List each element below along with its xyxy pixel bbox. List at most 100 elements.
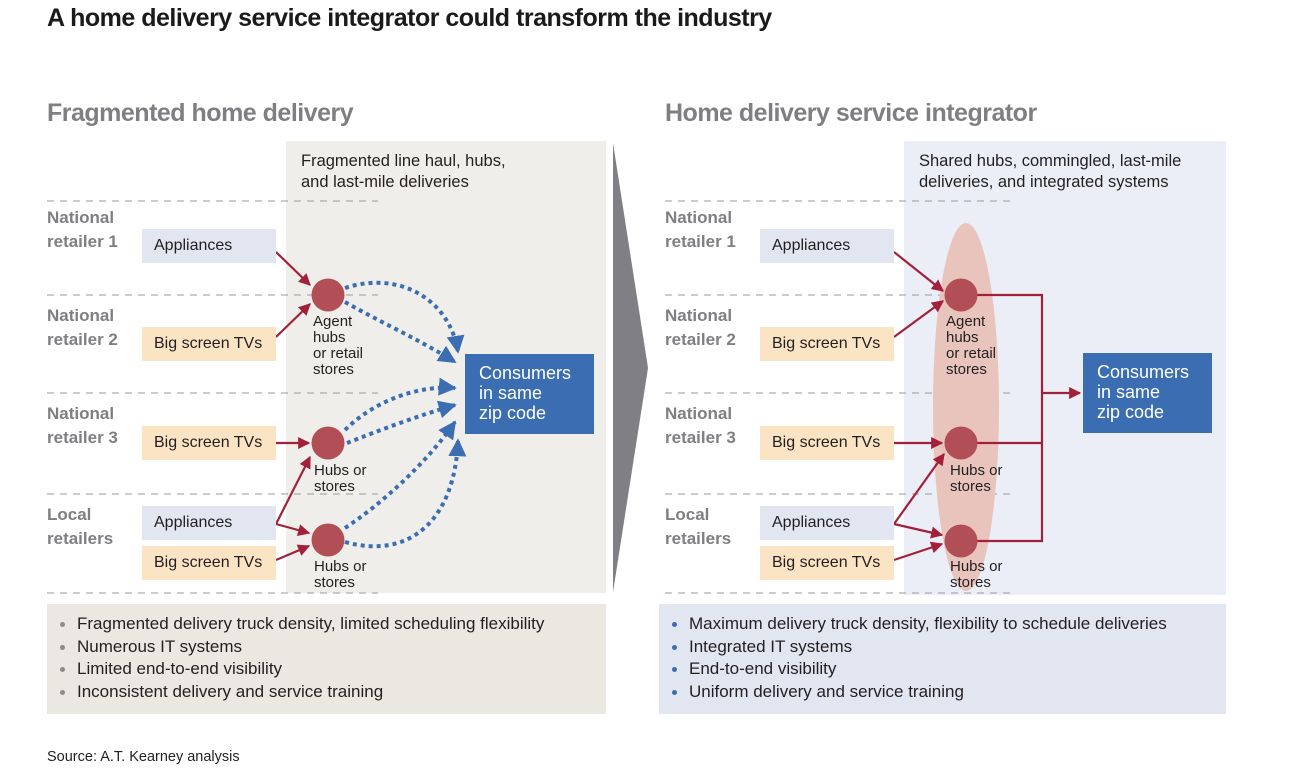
right-product-tvs-r3: Big screen TVs bbox=[760, 426, 894, 460]
right-consumers-box: Consumers in same zip code bbox=[1083, 353, 1212, 433]
right-flow-r1-appliances bbox=[893, 251, 944, 292]
left-panel-caption: Fragmented line haul, hubs, and last-mil… bbox=[301, 151, 506, 193]
left-consumers-box: Consumers in same zip code bbox=[465, 354, 594, 434]
source-note: Source: A.T. Kearney analysis bbox=[47, 749, 240, 765]
right-outcome-item: Uniform delivery and service training bbox=[672, 681, 1226, 704]
row-label-line2: retailer 2 bbox=[665, 330, 736, 349]
right-hub-2 bbox=[944, 426, 978, 460]
hub-label-line: or retail bbox=[313, 345, 364, 362]
hub-label-line: Agent bbox=[313, 313, 353, 330]
consumer-line: in same bbox=[1097, 382, 1161, 402]
right-flow-local-appl-to-hub2 bbox=[893, 453, 945, 525]
left-hub-2-label: Hubs or stores bbox=[314, 463, 367, 495]
consumer-line: in same bbox=[479, 383, 543, 403]
hub-label-line: or retail bbox=[946, 345, 997, 362]
left-panel-caption-line1: Fragmented line haul, hubs, bbox=[301, 152, 506, 170]
right-hub-agent-label: Agent hubs or retail stores bbox=[946, 314, 996, 378]
right-inbound-flows bbox=[893, 251, 945, 562]
right-outcome-item: Maximum delivery truck density, flexibil… bbox=[672, 613, 1226, 636]
left-outcome-item: Numerous IT systems bbox=[60, 636, 606, 659]
hub-label-line: stores bbox=[946, 361, 987, 378]
row-label-line2: retailers bbox=[47, 529, 114, 548]
right-row-label-local: Local retailers bbox=[665, 503, 731, 551]
left-lastmile-flows bbox=[343, 280, 467, 549]
row-label-line2: retailer 3 bbox=[47, 428, 118, 447]
left-dotted-hub2-direct bbox=[346, 400, 457, 445]
left-dotted-hub3-arc bbox=[344, 438, 467, 549]
hub-label-line: Hubs or bbox=[314, 558, 367, 575]
right-outcomes-list: Maximum delivery truck density, flexibil… bbox=[672, 613, 1226, 704]
right-panel-caption: Shared hubs, commingled, last-mile deliv… bbox=[919, 151, 1181, 193]
left-hub-agent bbox=[311, 278, 345, 312]
hub-label-line: Hubs or bbox=[314, 462, 367, 479]
row-label-line2: retailer 1 bbox=[665, 232, 736, 251]
left-row-label-national-3: National retailer 3 bbox=[47, 402, 118, 450]
left-flow-local-tvs bbox=[275, 544, 311, 562]
right-consolidated-flow bbox=[977, 293, 1082, 543]
left-flow-r1-appliances bbox=[275, 251, 311, 286]
left-row-label-national-1: National retailer 1 bbox=[47, 206, 118, 254]
main-title: A home delivery service integrator could… bbox=[47, 4, 772, 32]
left-product-tvs-local: Big screen TVs bbox=[142, 546, 276, 580]
hub-label-line: stores bbox=[314, 574, 355, 591]
row-label-line2: retailer 2 bbox=[47, 330, 118, 349]
left-row-label-local: Local retailers bbox=[47, 503, 113, 551]
left-outcome-item: Inconsistent delivery and service traini… bbox=[60, 681, 606, 704]
right-hub-3-label: Hubs or stores bbox=[950, 559, 1003, 591]
left-outcomes-list: Fragmented delivery truck density, limit… bbox=[60, 613, 606, 704]
right-hub-2-label: Hubs or stores bbox=[950, 463, 1003, 495]
hub-label-line: hubs bbox=[946, 329, 979, 346]
right-product-appliances-local: Appliances bbox=[760, 506, 894, 540]
right-panel-caption-line2: deliveries, and integrated systems bbox=[919, 173, 1169, 191]
row-label-line2: retailers bbox=[665, 529, 732, 548]
left-outcome-item: Limited end-to-end visibility bbox=[60, 658, 606, 681]
right-hub-agent bbox=[944, 278, 978, 312]
left-hub-2 bbox=[311, 426, 345, 460]
hub-label-line: stores bbox=[314, 478, 355, 495]
hub-label-line: stores bbox=[313, 361, 354, 378]
left-hub-3-label: Hubs or stores bbox=[314, 559, 367, 591]
left-product-tvs-r2: Big screen TVs bbox=[142, 327, 276, 361]
left-dotted-hub3-direct bbox=[343, 420, 457, 530]
row-label-line1: National bbox=[47, 208, 115, 227]
right-row-label-national-3: National retailer 3 bbox=[665, 402, 736, 450]
row-label-line2: retailer 1 bbox=[47, 232, 118, 251]
left-hub-3 bbox=[311, 523, 345, 557]
left-row-label-national-2: National retailer 2 bbox=[47, 304, 118, 352]
left-flow-local-appl-to-hub3 bbox=[275, 522, 311, 536]
right-consolidation-bus bbox=[977, 293, 1044, 543]
right-product-appliances-r1: Appliances bbox=[760, 229, 894, 263]
left-hub-agent-label: Agent hubs or retail stores bbox=[313, 314, 363, 378]
hub-label-line: Agent bbox=[946, 313, 986, 330]
left-product-tvs-r3: Big screen TVs bbox=[142, 426, 276, 460]
row-label-line1: National bbox=[665, 306, 733, 325]
left-product-appliances-r1: Appliances bbox=[142, 229, 276, 263]
right-row-label-national-1: National retailer 1 bbox=[665, 206, 736, 254]
row-label-line1: National bbox=[47, 306, 115, 325]
right-product-tvs-r2: Big screen TVs bbox=[760, 327, 894, 361]
right-section-heading: Home delivery service integrator bbox=[665, 99, 1037, 127]
right-panel-caption-line1: Shared hubs, commingled, last-mile bbox=[919, 152, 1182, 170]
left-product-appliances-local: Appliances bbox=[142, 506, 276, 540]
consumer-line: zip code bbox=[479, 403, 547, 423]
right-flow-local-tvs bbox=[893, 541, 944, 562]
right-outcome-item: Integrated IT systems bbox=[672, 636, 1226, 659]
right-outcome-item: End-to-end visibility bbox=[672, 658, 1226, 681]
row-label-line1: National bbox=[665, 404, 733, 423]
right-row-label-national-2: National retailer 2 bbox=[665, 304, 736, 352]
left-outcome-item: Fragmented delivery truck density, limit… bbox=[60, 613, 606, 636]
right-flow-local-appl-to-hub3 bbox=[893, 522, 944, 539]
consumer-line: Consumers bbox=[479, 363, 572, 383]
left-flow-r2-tvs bbox=[275, 303, 311, 338]
left-section-heading: Fragmented home delivery bbox=[47, 99, 354, 127]
left-inbound-flows bbox=[275, 251, 311, 562]
row-label-line1: National bbox=[665, 208, 733, 227]
hub-label-line: Hubs or bbox=[950, 558, 1003, 575]
consumer-line: zip code bbox=[1097, 402, 1165, 422]
hub-label-line: stores bbox=[950, 574, 991, 591]
right-hub-3 bbox=[944, 524, 978, 558]
hub-label-line: hubs bbox=[313, 329, 346, 346]
left-outcomes-box: Fragmented delivery truck density, limit… bbox=[47, 604, 606, 714]
right-flow-r2-tvs bbox=[893, 300, 944, 338]
